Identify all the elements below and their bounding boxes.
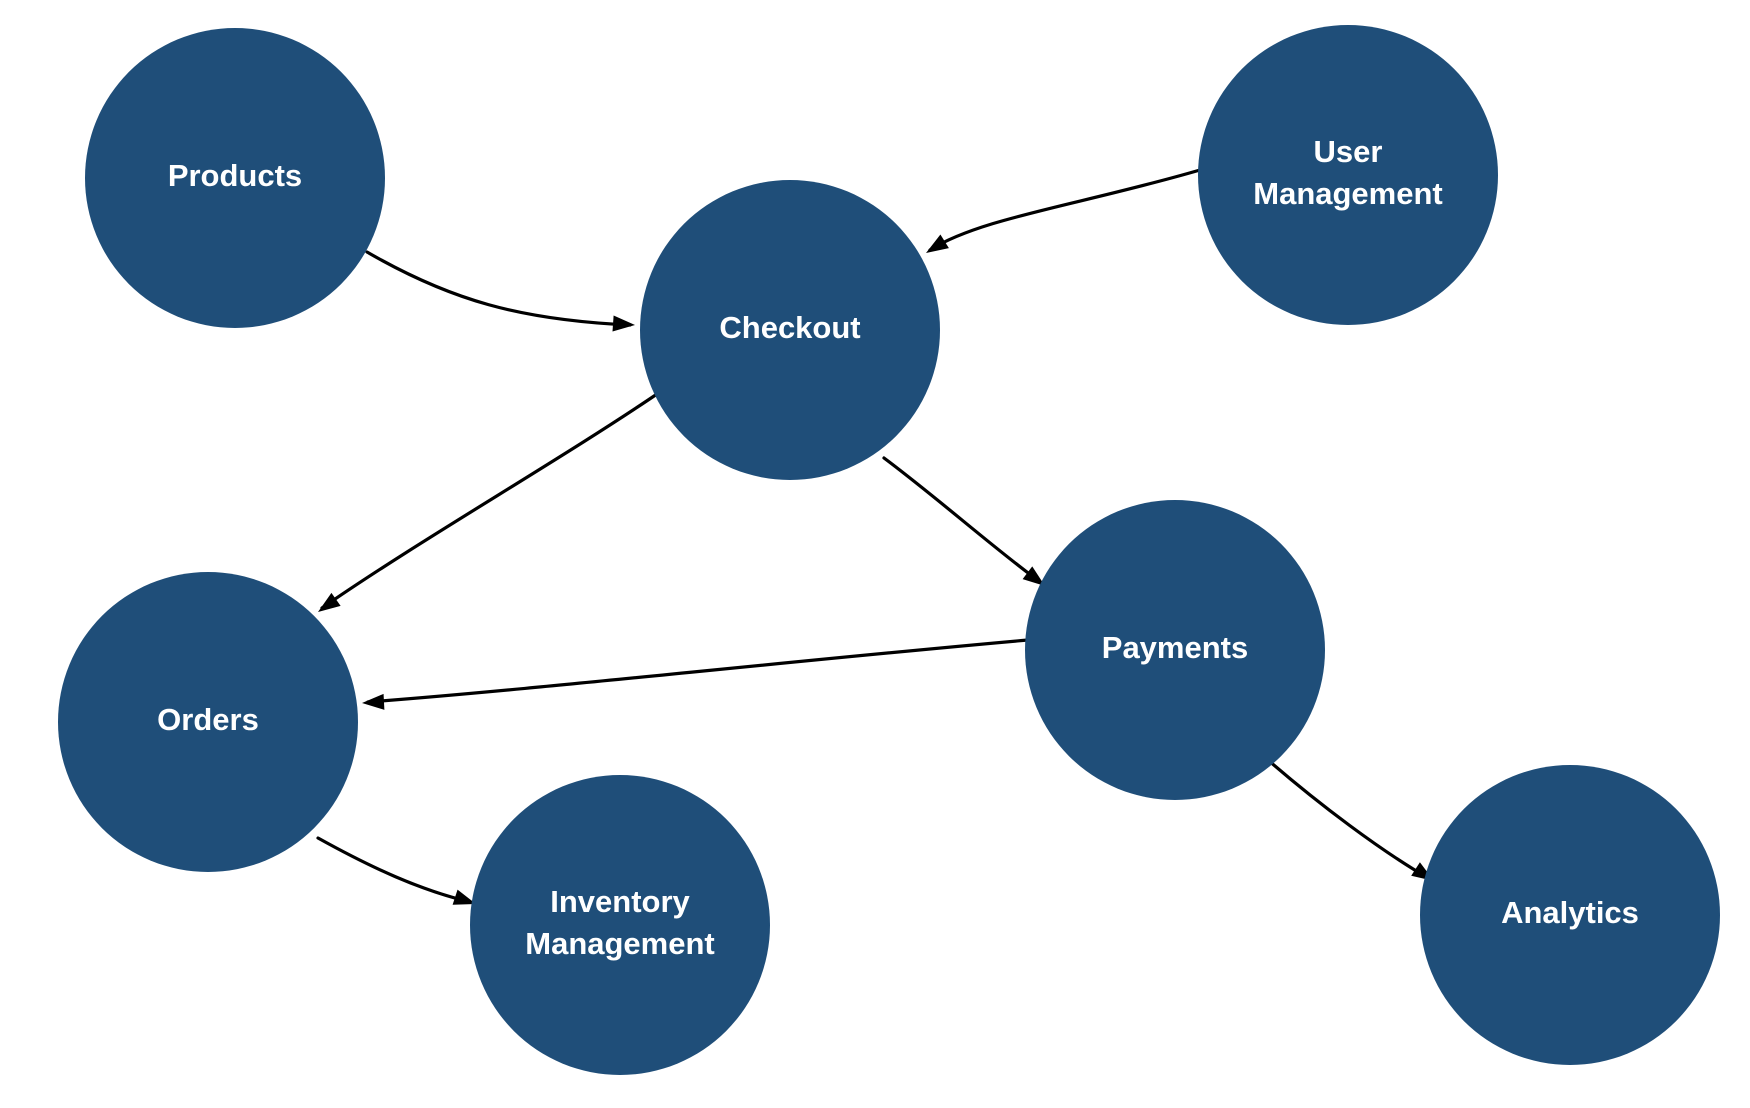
node-checkout[interactable]: Checkout: [640, 180, 940, 480]
node-shape-analytics[interactable]: [1420, 765, 1720, 1065]
node-shape-payments[interactable]: [1025, 500, 1325, 800]
edge-line: [366, 638, 1030, 704]
node-analytics[interactable]: Analytics: [1420, 765, 1720, 1065]
edge-line: [1266, 758, 1430, 880]
arrowhead-icon: [1022, 566, 1045, 586]
node-shape-user-management[interactable]: [1198, 25, 1498, 325]
arrowhead-icon: [362, 693, 385, 710]
edge-line: [365, 250, 632, 327]
node-orders[interactable]: Orders: [58, 572, 358, 872]
arrowhead-icon: [318, 592, 341, 612]
node-shape-inventory-management[interactable]: [470, 775, 770, 1075]
arrowhead-icon: [612, 315, 635, 332]
edge-orders-to-inventory-management: [316, 836, 476, 905]
edge-user-management-to-checkout: [926, 168, 1202, 253]
node-shape-products[interactable]: [85, 28, 385, 328]
edge-checkout-to-orders: [318, 390, 662, 612]
node-products[interactable]: Products: [85, 28, 385, 328]
edge-line: [882, 456, 1042, 584]
arrowhead-icon: [926, 234, 949, 253]
edges-layer: [316, 168, 1434, 905]
edge-payments-to-orders: [362, 638, 1030, 710]
edge-payments-to-analytics: [1266, 758, 1434, 881]
edge-products-to-checkout: [365, 250, 635, 332]
node-shape-checkout[interactable]: [640, 180, 940, 480]
node-payments[interactable]: Payments: [1025, 500, 1325, 800]
edge-line: [316, 836, 472, 904]
edge-checkout-to-payments: [882, 456, 1045, 586]
node-shape-orders[interactable]: [58, 572, 358, 872]
edge-line: [320, 390, 662, 610]
edge-line: [928, 168, 1202, 252]
arrowhead-icon: [452, 889, 476, 905]
